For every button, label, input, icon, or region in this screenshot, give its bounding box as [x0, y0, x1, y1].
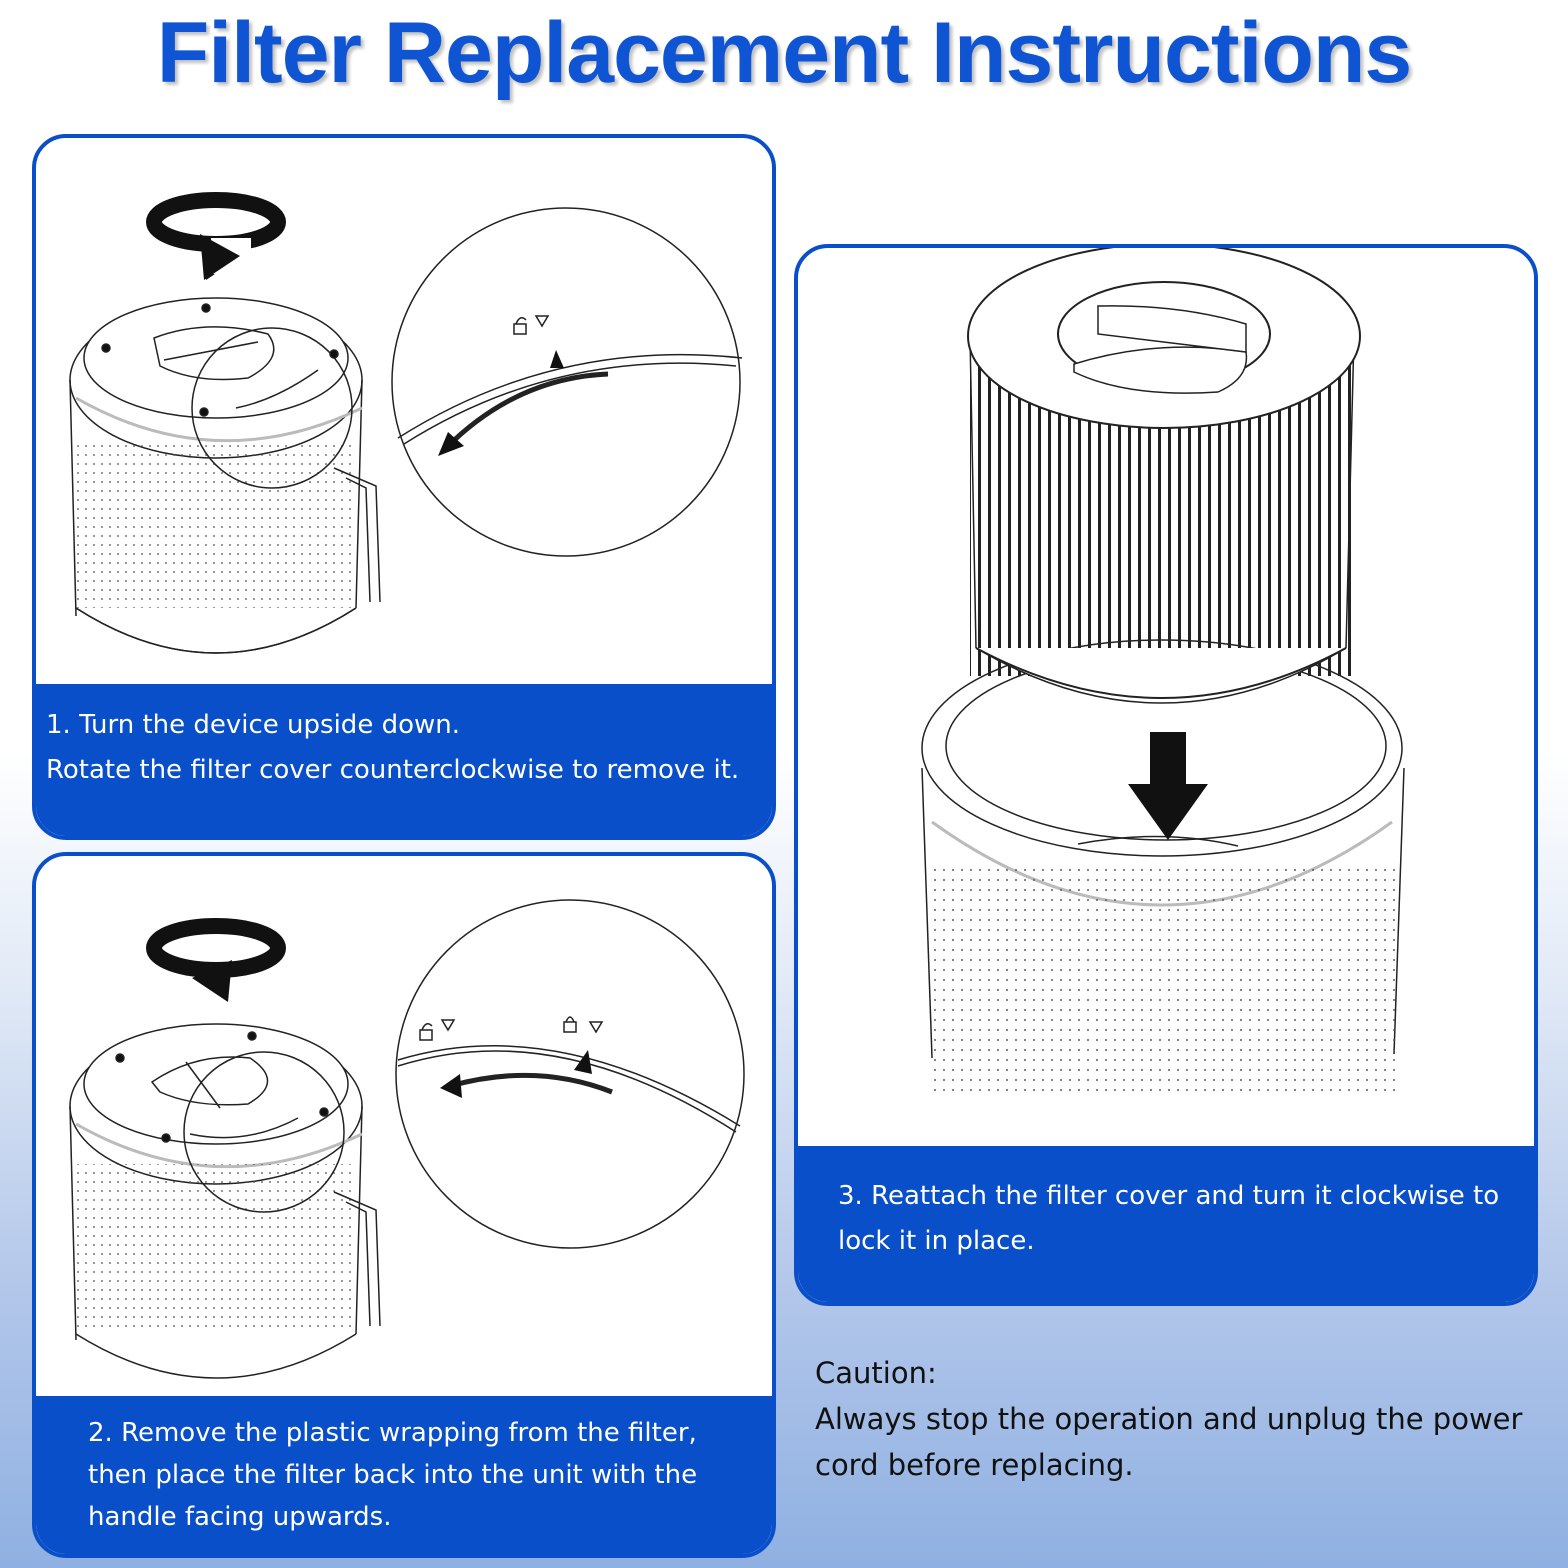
step-1-illustration [69, 192, 743, 654]
caption-line: handle facing upwards. [88, 1502, 392, 1532]
step-3-caption: 3. Reattach the filter cover and turn it… [798, 1146, 1534, 1302]
page-title: Filter Replacement Instructions [156, 5, 1413, 101]
step-1-caption: 1. Turn the device upside down. Rotate t… [36, 684, 772, 836]
caption-line: 1. Turn the device upside down. [46, 710, 460, 740]
rotate-clockwise-icon [146, 192, 286, 280]
rotate-counterclockwise-icon [146, 918, 286, 1002]
caution-line: Always stop the operation and unplug the… [815, 1402, 1523, 1436]
step-2-caption: 2. Remove the plastic wrapping from the … [36, 1396, 772, 1554]
caption-line: 2. Remove the plastic wrapping from the … [88, 1418, 697, 1448]
step-2-illustration [69, 899, 745, 1379]
unlock-icon [419, 1023, 433, 1041]
step-3-illustration [921, 248, 1405, 1094]
caution-line: cord before replacing. [815, 1448, 1134, 1482]
step-1-panel: 1. Turn the device upside down. Rotate t… [32, 134, 776, 840]
lock-icon [563, 1016, 577, 1033]
step-2-panel: 2. Remove the plastic wrapping from the … [32, 852, 776, 1558]
arrow-down-icon [1128, 732, 1208, 840]
caution-heading: Caution: [815, 1356, 937, 1390]
caption-line: Rotate the filter cover counterclockwise… [46, 755, 740, 785]
unlock-icon [513, 317, 527, 335]
caption-line: then place the filter back into the unit… [88, 1460, 698, 1490]
caption-line: 3. Reattach the filter cover and turn it… [838, 1181, 1500, 1211]
caption-line: lock it in place. [838, 1226, 1035, 1256]
caution-note: Caution: Always stop the operation and u… [815, 1350, 1555, 1488]
step-3-panel: 3. Reattach the filter cover and turn it… [794, 244, 1538, 1306]
